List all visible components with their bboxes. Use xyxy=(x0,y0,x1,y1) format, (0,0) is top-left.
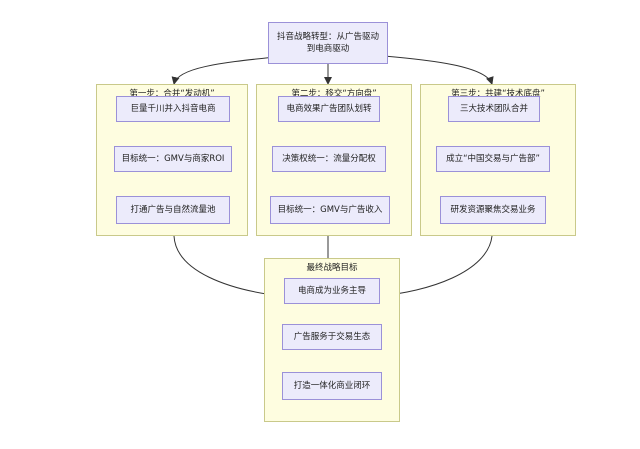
top-node-line2: 到电商驱动 xyxy=(306,44,350,54)
step1-item-3: 打通广告与自然流量池 xyxy=(116,196,230,224)
step3-item-1: 三大技术团队合并 xyxy=(448,96,540,122)
final-item-3: 打造一体化商业闭环 xyxy=(282,372,382,400)
step2-item-3: 目标统一：GMV与广告收入 xyxy=(270,196,390,224)
final-item-1: 电商成为业务主导 xyxy=(284,278,380,304)
step1-title: 第一步：合并“发动机” xyxy=(129,89,215,99)
step1-item-2: 目标统一：GMV与商家ROI xyxy=(114,146,232,172)
step2-title: 第二步：移交“方向盘” xyxy=(291,89,377,99)
final-title: 最终战略目标 xyxy=(306,263,358,273)
step3-item-3: 研发资源聚焦交易业务 xyxy=(440,196,546,224)
arrow-top-to-step3-head xyxy=(485,76,494,85)
step3-title: 第三步：共建“技术底盘” xyxy=(451,89,545,99)
step2-item-1: 电商效果广告团队划转 xyxy=(278,96,380,122)
step2-item-2: 决策权统一：流量分配权 xyxy=(272,146,386,172)
top-node-line1: 抖音战略转型：从广告驱动 xyxy=(276,32,379,42)
top-node: 抖音战略转型：从广告驱动 到电商驱动 xyxy=(268,22,388,64)
arrow-top-to-step3 xyxy=(383,55,493,85)
final-item-2: 广告服务于交易生态 xyxy=(282,324,382,350)
step1-item-1: 巨量千川并入抖音电商 xyxy=(116,96,230,122)
step3-item-2: 成立“中国交易与广告部” xyxy=(436,146,550,172)
arrow-top-to-step1 xyxy=(171,55,285,85)
arrow-step1-to-final xyxy=(173,235,282,300)
